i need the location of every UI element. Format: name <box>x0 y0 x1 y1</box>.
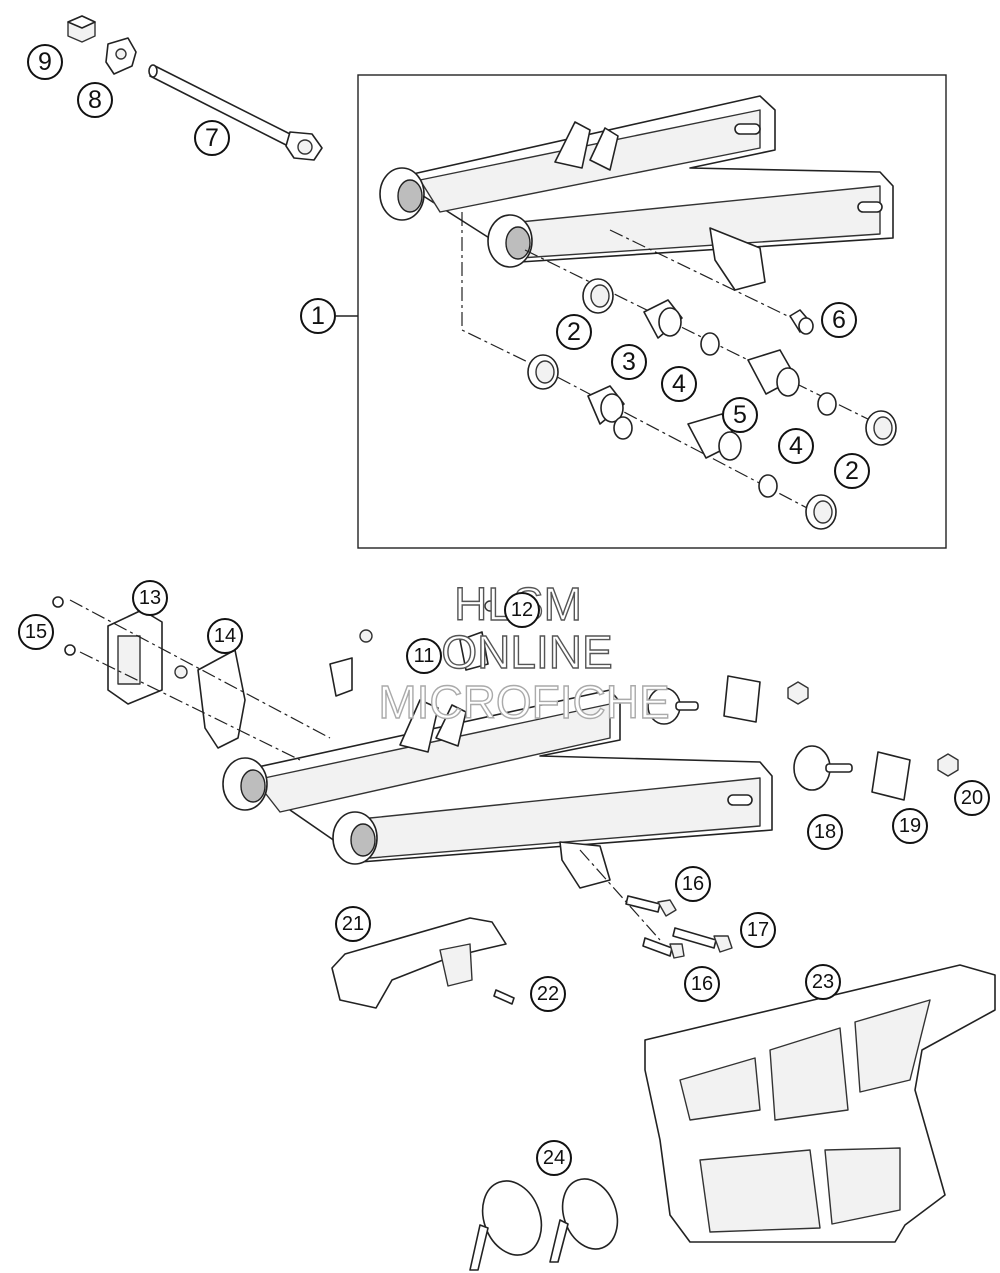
callout-24: 24 <box>536 1140 572 1176</box>
axle-part <box>148 64 323 161</box>
chain-guide-plate-part <box>174 649 246 749</box>
callout-20: 20 <box>954 780 990 816</box>
callout-5-label: 5 <box>733 401 747 429</box>
callout-19-label: 19 <box>899 815 921 837</box>
callout-16a: 16 <box>675 866 711 902</box>
callout-2a: 2 <box>556 314 592 350</box>
callout-18: 18 <box>807 814 843 850</box>
callout-17-label: 17 <box>747 919 769 941</box>
swingarm-upper-part <box>379 95 894 291</box>
callout-17: 17 <box>740 912 776 948</box>
callout-4b-label: 4 <box>789 432 803 460</box>
bushing-part <box>587 299 683 425</box>
callout-22-label: 22 <box>537 983 559 1005</box>
bracket-part <box>329 600 496 697</box>
callout-23-label: 23 <box>812 971 834 993</box>
callout-11: 11 <box>406 638 442 674</box>
callout-23: 23 <box>805 964 841 1000</box>
chain-guard-part <box>644 964 996 1243</box>
chain-slider-part <box>331 917 515 1009</box>
leader-lower-a <box>69 599 331 739</box>
callout-24-label: 24 <box>543 1147 565 1169</box>
adjuster-part <box>647 675 959 801</box>
callout-8: 8 <box>77 82 113 118</box>
callout-12-label: 12 <box>511 599 533 621</box>
callout-16b: 16 <box>684 966 720 1002</box>
callout-8-label: 8 <box>88 86 102 114</box>
callout-6: 6 <box>821 302 857 338</box>
callout-6-label: 6 <box>832 306 846 334</box>
callout-19: 19 <box>892 808 928 844</box>
assembly-frame <box>357 74 947 549</box>
leader-lower-c <box>579 849 661 941</box>
callout-4a: 4 <box>661 366 697 402</box>
chain-guide-block-part <box>52 596 163 705</box>
callout-4a-label: 4 <box>672 370 686 398</box>
callout-21: 21 <box>335 906 371 942</box>
callout-7-label: 7 <box>205 124 219 152</box>
bolt-part <box>625 895 733 959</box>
callout-14: 14 <box>207 618 243 654</box>
callout-12: 12 <box>504 592 540 628</box>
plate-part <box>105 37 137 75</box>
callout-11-label: 11 <box>414 645 435 667</box>
callout-18-label: 18 <box>814 821 836 843</box>
watermark: HLSM ONLINE MICROFICHE <box>378 577 671 728</box>
callout-9-label: 9 <box>38 48 52 76</box>
callout-14-label: 14 <box>214 625 236 647</box>
leader-upper-c <box>609 229 801 323</box>
callout-20-label: 20 <box>961 787 983 809</box>
callout-13-label: 13 <box>139 587 161 609</box>
callout-15: 15 <box>18 614 54 650</box>
cable-tie-part <box>469 1178 619 1271</box>
nut-part <box>67 15 96 43</box>
callout-15-label: 15 <box>25 621 47 643</box>
callout-7: 7 <box>194 120 230 156</box>
needle-bearing-part <box>687 349 800 461</box>
watermark-line-2: ONLINE <box>441 626 612 678</box>
callout-3-label: 3 <box>622 348 636 376</box>
bearing-seal-part <box>527 278 897 530</box>
callout-21-label: 21 <box>342 913 364 935</box>
callout-5: 5 <box>722 397 758 433</box>
leader-upper-a <box>461 212 831 521</box>
callout-9: 9 <box>27 44 63 80</box>
callout-1: 1 <box>300 298 336 334</box>
callout-1-label: 1 <box>311 302 325 330</box>
callout-16b-label: 16 <box>691 973 713 995</box>
callout-3: 3 <box>611 344 647 380</box>
spacer-ring-part <box>613 332 837 498</box>
callout-2b-label: 2 <box>845 457 859 485</box>
leader-lower-b <box>79 651 301 761</box>
callout-2b: 2 <box>834 453 870 489</box>
callout-2a-label: 2 <box>567 318 581 346</box>
swingarm-lower-part <box>222 689 773 889</box>
callout-4b: 4 <box>778 428 814 464</box>
watermark-line-3: MICROFICHE <box>378 676 669 728</box>
callout-22: 22 <box>530 976 566 1012</box>
callout-16a-label: 16 <box>682 873 704 895</box>
pivot-bushing-part <box>789 309 814 335</box>
callout-13: 13 <box>132 580 168 616</box>
